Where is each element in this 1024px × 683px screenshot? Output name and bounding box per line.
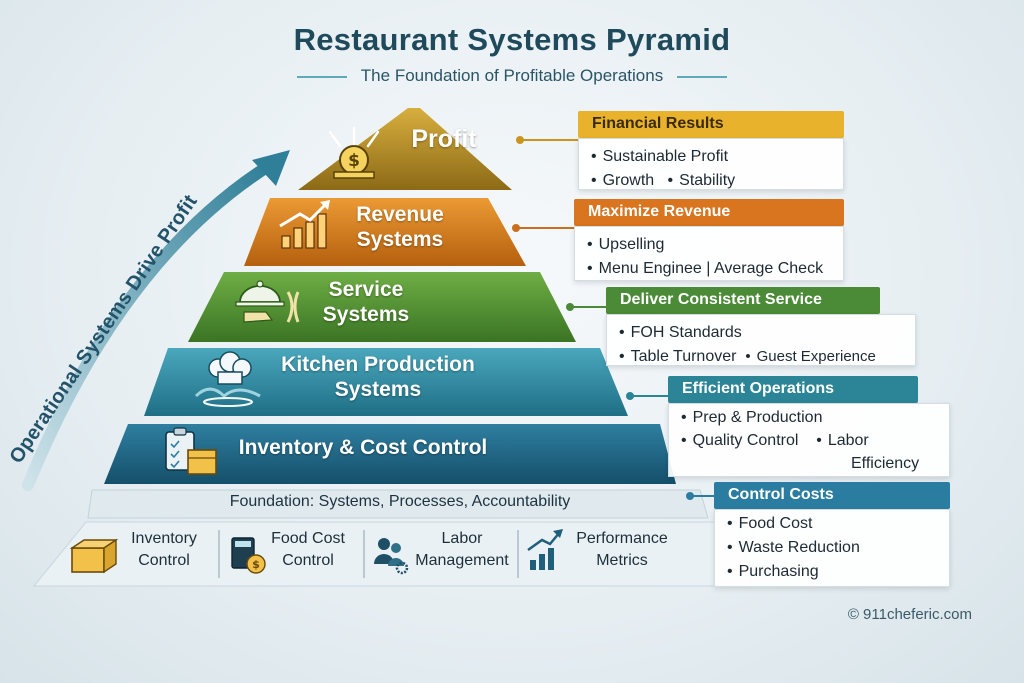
callout-efficient-operations: Efficient Operations Prep & Production Q… [668, 376, 950, 477]
page-title: Restaurant Systems Pyramid [293, 22, 731, 57]
credit-text: © 911cheferic.com [847, 606, 972, 623]
svg-text:$: $ [252, 558, 260, 571]
base-item-food-cost-control: Food Cost Control [258, 528, 358, 571]
tier-profit-label: Profit [411, 125, 477, 153]
side-growth-arrow [22, 159, 276, 491]
tier-inventory [104, 424, 676, 484]
base-item-inventory-control: Inventory Control [112, 528, 216, 571]
callout-efficient-item-2: Quality Control [681, 432, 798, 449]
subtitle-row: The Foundation of Profitable Operations [0, 66, 1024, 86]
callout-efficient-item-4: Efficiency [851, 455, 920, 472]
callout-financial-results: Financial Results Sustainable Profit Gro… [578, 111, 844, 190]
calculator-coin-icon: $ [231, 537, 266, 574]
connector-revenue-dot [512, 224, 520, 232]
callout-control-item-2: Waste Reduction [727, 539, 860, 556]
people-gear-icon [374, 538, 409, 575]
tier-kitchen-line2: Systems [334, 378, 422, 402]
chef-hat-icon [194, 351, 261, 407]
base-item-perf-line1: Performance [576, 530, 668, 547]
growth-chart-icon [527, 529, 563, 570]
tier-service-line2: Systems [322, 303, 410, 327]
base-item-foodcost-line2: Control [282, 551, 334, 569]
base-item-perf-line2: Metrics [596, 551, 648, 569]
tier-revenue-line1: Revenue [356, 203, 444, 226]
base-item-labor-line2: Management [415, 551, 509, 569]
base-item-foodcost-line1: Food Cost [271, 530, 345, 547]
base-item-performance-metrics: Performance Metrics [562, 528, 682, 571]
tier-service-line1: Service [328, 278, 404, 301]
tier-revenue-label: Revenue Systems [330, 202, 470, 252]
callout-maximize-revenue: Maximize Revenue Upselling Menu Enginee … [574, 199, 844, 281]
connector-efficient-dot [626, 392, 634, 400]
base-item-inventory-line1: Inventory [131, 530, 197, 547]
connector-profit-dot [516, 136, 524, 144]
callout-control-costs: Control Costs Food Cost Waste Reduction … [714, 482, 950, 587]
subtitle-right-rule [677, 75, 728, 78]
callout-control-item-3: Purchasing [727, 563, 819, 580]
subtitle-left-rule [296, 75, 347, 78]
callout-service-item-2: Table Turnover [619, 348, 736, 365]
callout-efficient-head: Efficient Operations [668, 376, 918, 403]
bar-chart-up-icon [279, 200, 330, 249]
connector-control-dot [686, 492, 694, 500]
foundation-label: Foundation: Systems, Processes, Accounta… [229, 493, 571, 510]
callout-control-item-1: Food Cost [727, 515, 812, 532]
callout-control-head: Control Costs [714, 482, 950, 509]
callout-service-head: Deliver Consistent Service [606, 287, 880, 314]
box-icon [69, 538, 119, 574]
foundation-band [87, 489, 709, 519]
base-item-labor-management: Labor Management [408, 528, 516, 571]
serving-cloche-icon [235, 280, 300, 323]
callout-financial-head: Financial Results [578, 111, 844, 138]
callout-efficient-item-1: Prep & Production [681, 409, 822, 426]
tier-service-label: Service Systems [296, 277, 436, 327]
tier-kitchen [144, 348, 628, 416]
callout-efficient-item-3: Labor [816, 432, 869, 449]
callout-efficient-body: Prep & Production Quality Control Labor … [668, 403, 950, 477]
connector-service-dot [566, 303, 574, 311]
callout-deliver-consistent-service: Deliver Consistent Service FOH Standards… [606, 287, 916, 366]
callout-service-item-1: FOH Standards [619, 324, 742, 341]
callout-service-body: FOH Standards Table Turnover Guest Exper… [606, 314, 916, 366]
callout-financial-body: Sustainable Profit Growth Stability [578, 138, 844, 190]
money-growth-icon: $ [328, 126, 380, 179]
base-item-labor-line1: Labor [441, 530, 483, 547]
side-arrow-head [252, 150, 290, 186]
callout-revenue-item-1: Upselling [587, 236, 664, 253]
tier-inventory-label: Inventory & Cost Control [238, 436, 488, 459]
callout-service-item-3: Guest Experience [745, 348, 876, 365]
tier-kitchen-line1: Kitchen Production [281, 353, 475, 376]
callout-revenue-body: Upselling Menu Enginee | Average Check [574, 226, 844, 281]
callout-financial-item-3: Stability [668, 172, 736, 189]
callout-revenue-item-2: Menu Enginee | Average Check [587, 260, 823, 277]
base-item-inventory-line2: Control [138, 551, 190, 569]
callout-financial-item-1: Sustainable Profit [591, 148, 728, 165]
tier-revenue-line2: Systems [356, 228, 444, 252]
tier-kitchen-label: Kitchen Production Systems [258, 352, 498, 402]
page-subtitle: The Foundation of Profitable Operations [360, 66, 664, 85]
svg-text:$: $ [348, 151, 360, 171]
clipboard-box-icon [165, 427, 217, 475]
tier-service [188, 272, 576, 342]
callout-control-body: Food Cost Waste Reduction Purchasing [714, 509, 950, 587]
callout-financial-item-2: Growth [591, 172, 654, 189]
callout-revenue-head: Maximize Revenue [574, 199, 844, 226]
